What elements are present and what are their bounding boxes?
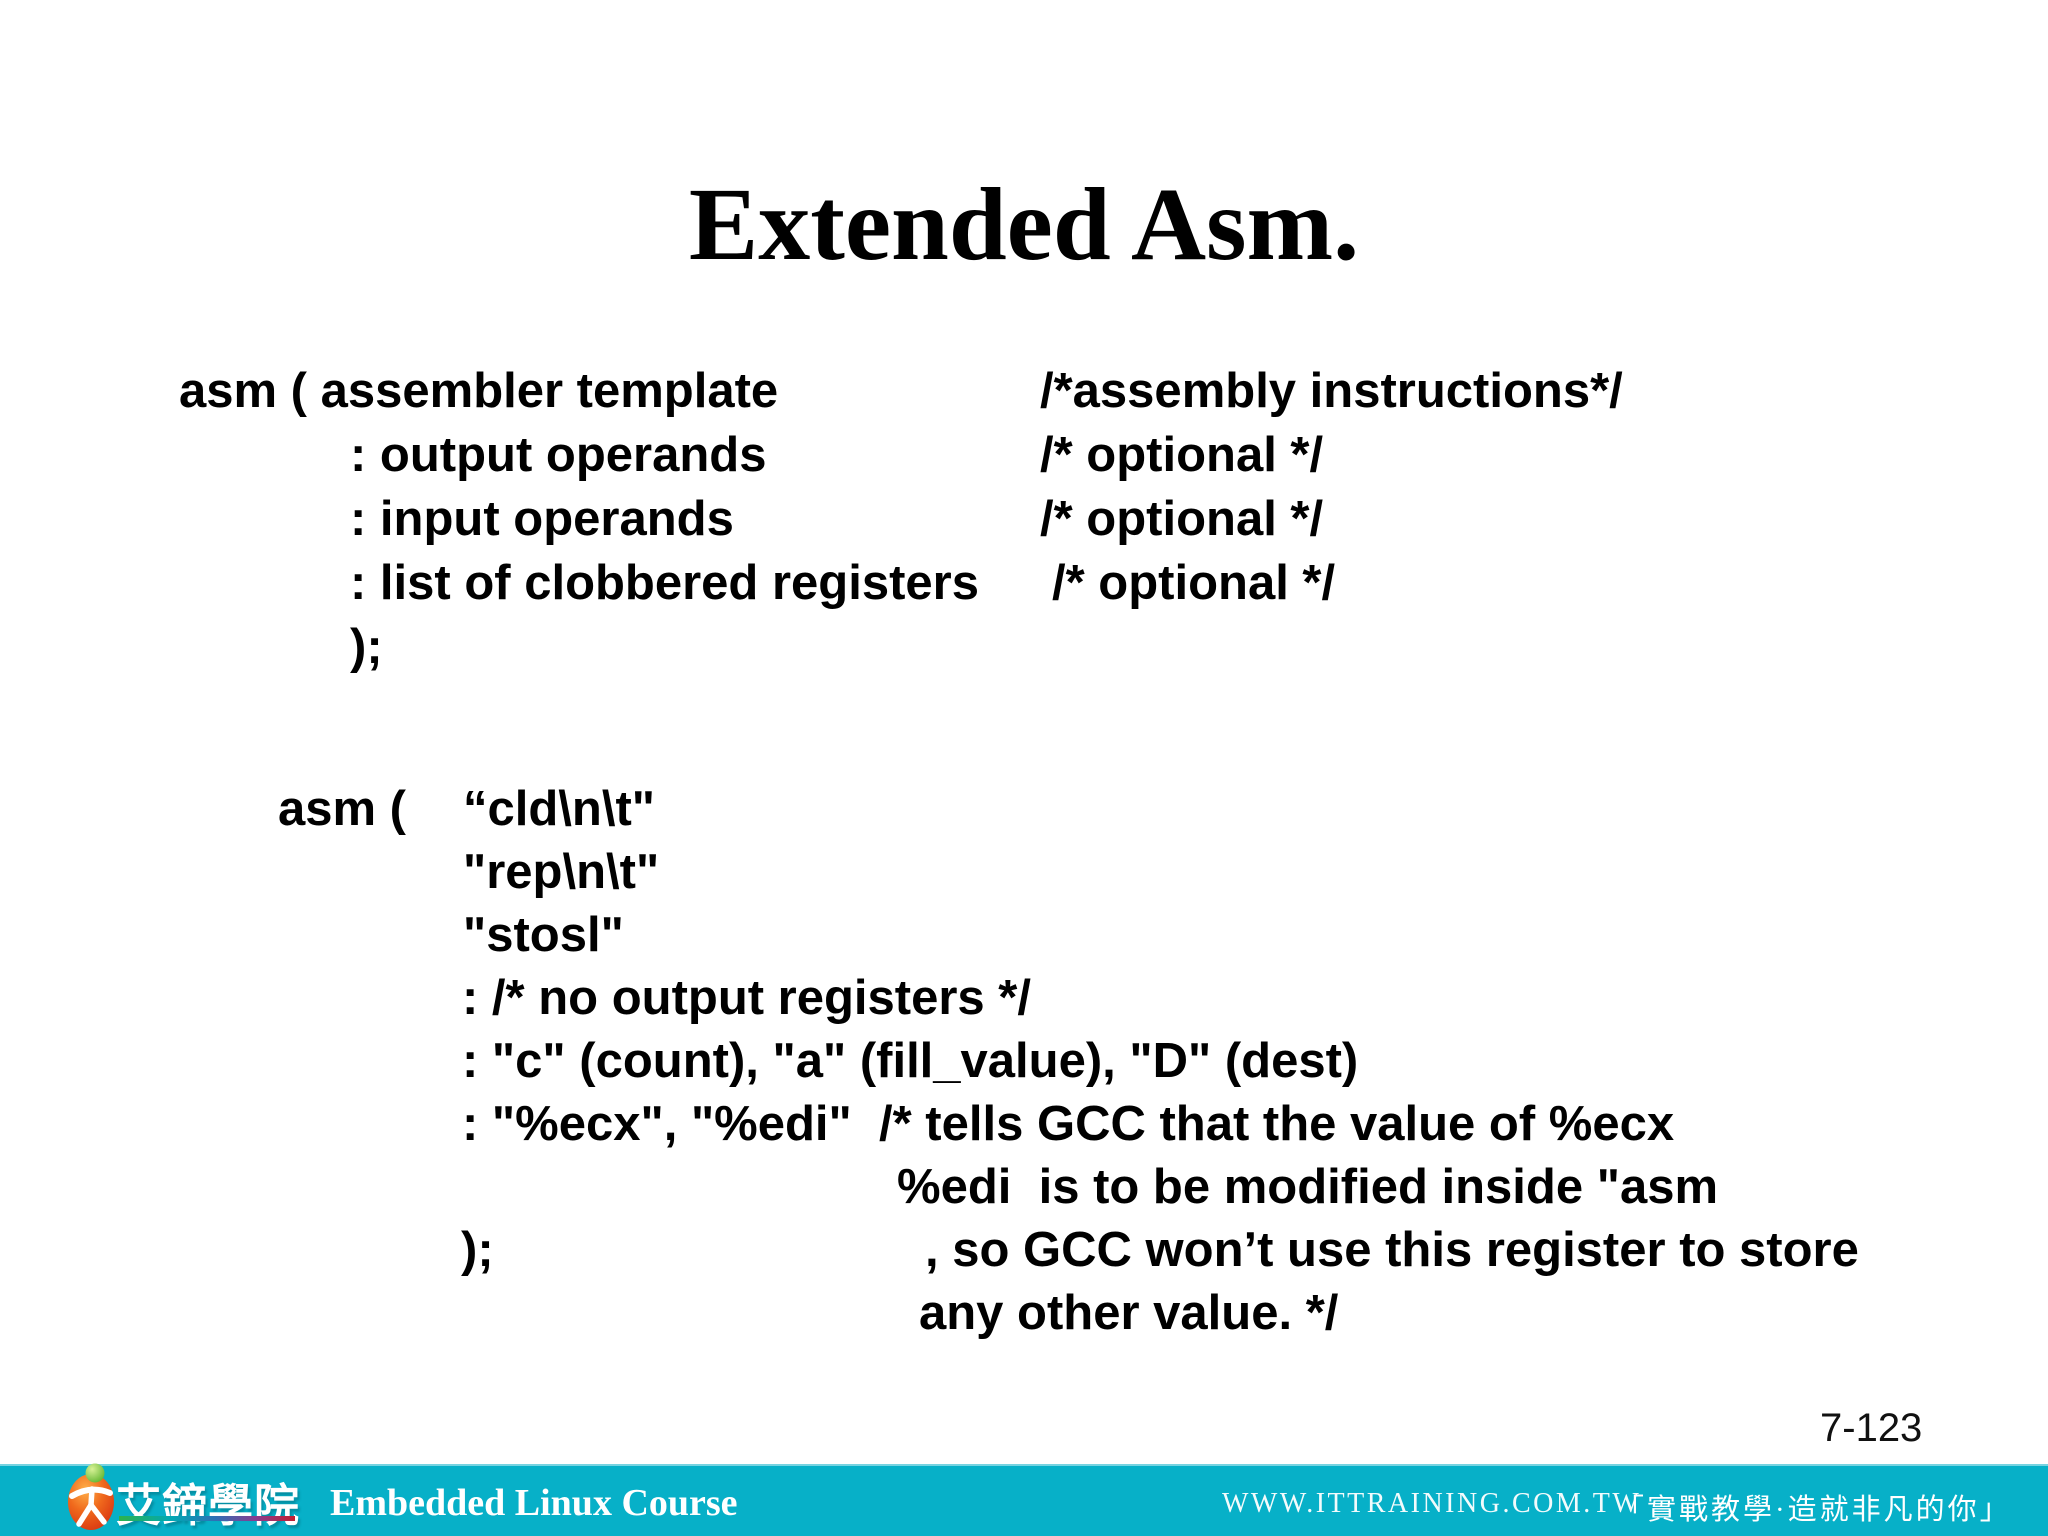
code-text: : "c" (count), "a" (fill_value), "D" (de… xyxy=(462,1034,1359,1088)
logo-text: 艾鍗學院 xyxy=(116,1480,301,1531)
code-comment: /*assembly instructions*/ xyxy=(1040,364,1623,418)
code-text: ); xyxy=(350,620,383,674)
page-number: 7-123 xyxy=(1820,1406,1923,1450)
code-comment: /* optional */ xyxy=(1052,556,1336,610)
code-text: “cld\n\t" xyxy=(463,782,656,836)
code-text: %edi is to be modified inside "asm xyxy=(897,1160,1719,1214)
code-line: asm ( assembler template /*assembly inst… xyxy=(0,363,2048,427)
code-text: : list of clobbered registers xyxy=(350,556,979,610)
code-text: : /* no output registers */ xyxy=(462,971,1031,1025)
slogan-text: 「實戰教學·造就非凡的你」 xyxy=(1615,1494,2012,1526)
code-text: "rep\n\t" xyxy=(463,845,660,899)
footer-bar: 艾鍗學院 Embedded Linux Course WWW.ITTRAININ… xyxy=(0,1463,2048,1536)
code-text: : input operands xyxy=(350,492,734,546)
code-line: "stosl" xyxy=(0,907,2048,970)
code-text: : "%ecx", "%edi" /* tells GCC that the v… xyxy=(462,1097,1675,1151)
code-line: "rep\n\t" xyxy=(0,844,2048,907)
code-line: : input operands /* optional */ xyxy=(0,491,2048,555)
asm-syntax-block: asm ( assembler template /*assembly inst… xyxy=(0,363,2048,683)
code-line: asm ( “cld\n\t" xyxy=(0,781,2048,844)
ittraining-logo-icon xyxy=(68,1463,114,1530)
code-comment: /* optional */ xyxy=(1040,428,1324,482)
code-line: : "c" (count), "a" (fill_value), "D" (de… xyxy=(0,1033,2048,1096)
code-line: any other value. */ xyxy=(0,1285,2048,1348)
asm-example-block: asm ( “cld\n\t" "rep\n\t" "stosl" : /* n… xyxy=(0,781,2048,1348)
code-line: : list of clobbered registers /* optiona… xyxy=(0,555,2048,619)
website-url: WWW.ITTRAINING.COM.TW xyxy=(1222,1488,1642,1519)
code-comment: any other value. */ xyxy=(919,1286,1339,1340)
code-text: asm ( assembler template xyxy=(179,364,779,418)
code-line: : "%ecx", "%edi" /* tells GCC that the v… xyxy=(0,1096,2048,1159)
code-line: ); xyxy=(0,619,2048,683)
code-text: : output operands xyxy=(350,428,767,482)
rainbow-underline xyxy=(119,1516,295,1521)
course-label: Embedded Linux Course xyxy=(330,1482,738,1524)
code-comment: /* optional */ xyxy=(1040,492,1324,546)
code-text: "stosl" xyxy=(463,908,624,962)
code-text: ); xyxy=(461,1223,494,1277)
code-line: : /* no output registers */ xyxy=(0,970,2048,1033)
code-line: ); , so GCC won’t use this register to s… xyxy=(0,1222,2048,1285)
code-comment: , so GCC won’t use this register to stor… xyxy=(925,1223,1859,1277)
code-line: %edi is to be modified inside "asm xyxy=(0,1159,2048,1222)
code-text: asm ( xyxy=(278,782,407,836)
code-line: : output operands /* optional */ xyxy=(0,427,2048,491)
slide-title: Extended Asm. xyxy=(688,167,1360,282)
